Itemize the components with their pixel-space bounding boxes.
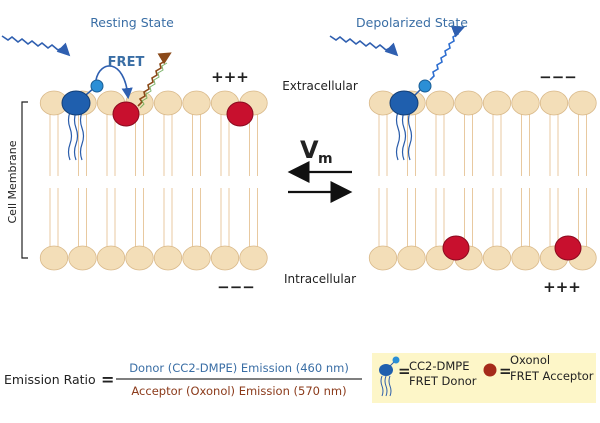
emission-ratio-label: Emission Ratio <box>4 372 96 387</box>
lipid-head <box>397 245 426 271</box>
equation-numerator: Donor (CC2-DMPE) Emission (460 nm) <box>129 361 349 375</box>
legend-acceptor-icon <box>483 363 497 377</box>
lipid-head <box>239 245 268 271</box>
legend-acceptor-name: Oxonol <box>510 353 550 367</box>
lipid-head <box>125 245 154 271</box>
equation-denominator: Acceptor (Oxonol) Emission (570 nm) <box>131 384 346 398</box>
lipid-head <box>182 245 211 271</box>
lipid-head <box>482 245 512 271</box>
legend-donor-role: FRET Donor <box>409 374 477 388</box>
right-lipid-tails <box>378 112 587 248</box>
lipid-head <box>153 245 183 271</box>
emission-ratio-equals: = <box>101 370 114 389</box>
cc2-dmpe-donor-right <box>389 79 432 161</box>
depolarized-state-title: Depolarized State <box>356 15 468 30</box>
lipid-head <box>454 90 483 116</box>
legend-donor-icon <box>379 356 400 397</box>
excitation-light-arrow-right <box>329 35 399 57</box>
lipid-head <box>153 90 183 116</box>
lipid-head <box>39 245 69 271</box>
excitation-light-arrow <box>1 35 71 57</box>
resting-outside-charge: +++ <box>211 68 249 86</box>
oxonol-acceptor-molecule <box>226 101 254 127</box>
oxonol-acceptor-molecule <box>442 235 470 261</box>
cc2-dmpe-donor-left <box>61 79 104 161</box>
lipid-head <box>96 245 126 271</box>
lipid-head <box>68 245 97 271</box>
vm-subscript: m <box>318 151 333 167</box>
resting-inside-charge: −−− <box>217 278 255 296</box>
legend-acceptor-role: FRET Acceptor <box>510 369 594 383</box>
fret-transfer-arrow <box>95 65 133 100</box>
fret-label: FRET <box>108 55 145 70</box>
legend-donor-equals: = <box>398 362 411 380</box>
lipid-head <box>182 90 211 116</box>
lipid-head <box>210 245 240 271</box>
acceptor-emission-glow <box>139 62 168 109</box>
membrane-bracket <box>21 101 28 259</box>
lipid-head <box>368 245 398 271</box>
oxonol-acceptor-molecule <box>112 101 140 127</box>
right-inner-leaflet <box>368 245 597 271</box>
vm-symbol: V <box>300 136 319 164</box>
lipid-head <box>511 90 540 116</box>
lipid-head <box>425 90 455 116</box>
lipid-head <box>539 90 569 116</box>
left-inner-leaflet <box>39 245 268 271</box>
resting-state-title: Resting State <box>90 15 174 30</box>
right-outer-leaflet <box>368 90 597 116</box>
lipid-head <box>568 90 597 116</box>
cell-membrane-label: Cell Membrane <box>6 140 19 223</box>
donor-emission-arrow <box>429 25 465 81</box>
oxonol-acceptor-molecule <box>554 235 582 261</box>
lipid-head <box>482 90 512 116</box>
legend-box <box>372 353 596 403</box>
extracellular-label: Extracellular <box>282 79 358 93</box>
left-lipid-tails <box>49 112 258 248</box>
legend-acceptor-equals: = <box>499 362 512 380</box>
lipid-head <box>511 245 540 271</box>
depolarized-inside-charge: +++ <box>543 278 581 296</box>
intracellular-label: Intracellular <box>284 272 356 286</box>
acceptor-emission-arrow <box>137 52 172 107</box>
depolarized-outside-charge: −−− <box>539 68 577 86</box>
left-outer-leaflet <box>39 90 268 116</box>
legend-donor-name: CC2-DMPE <box>409 359 470 373</box>
